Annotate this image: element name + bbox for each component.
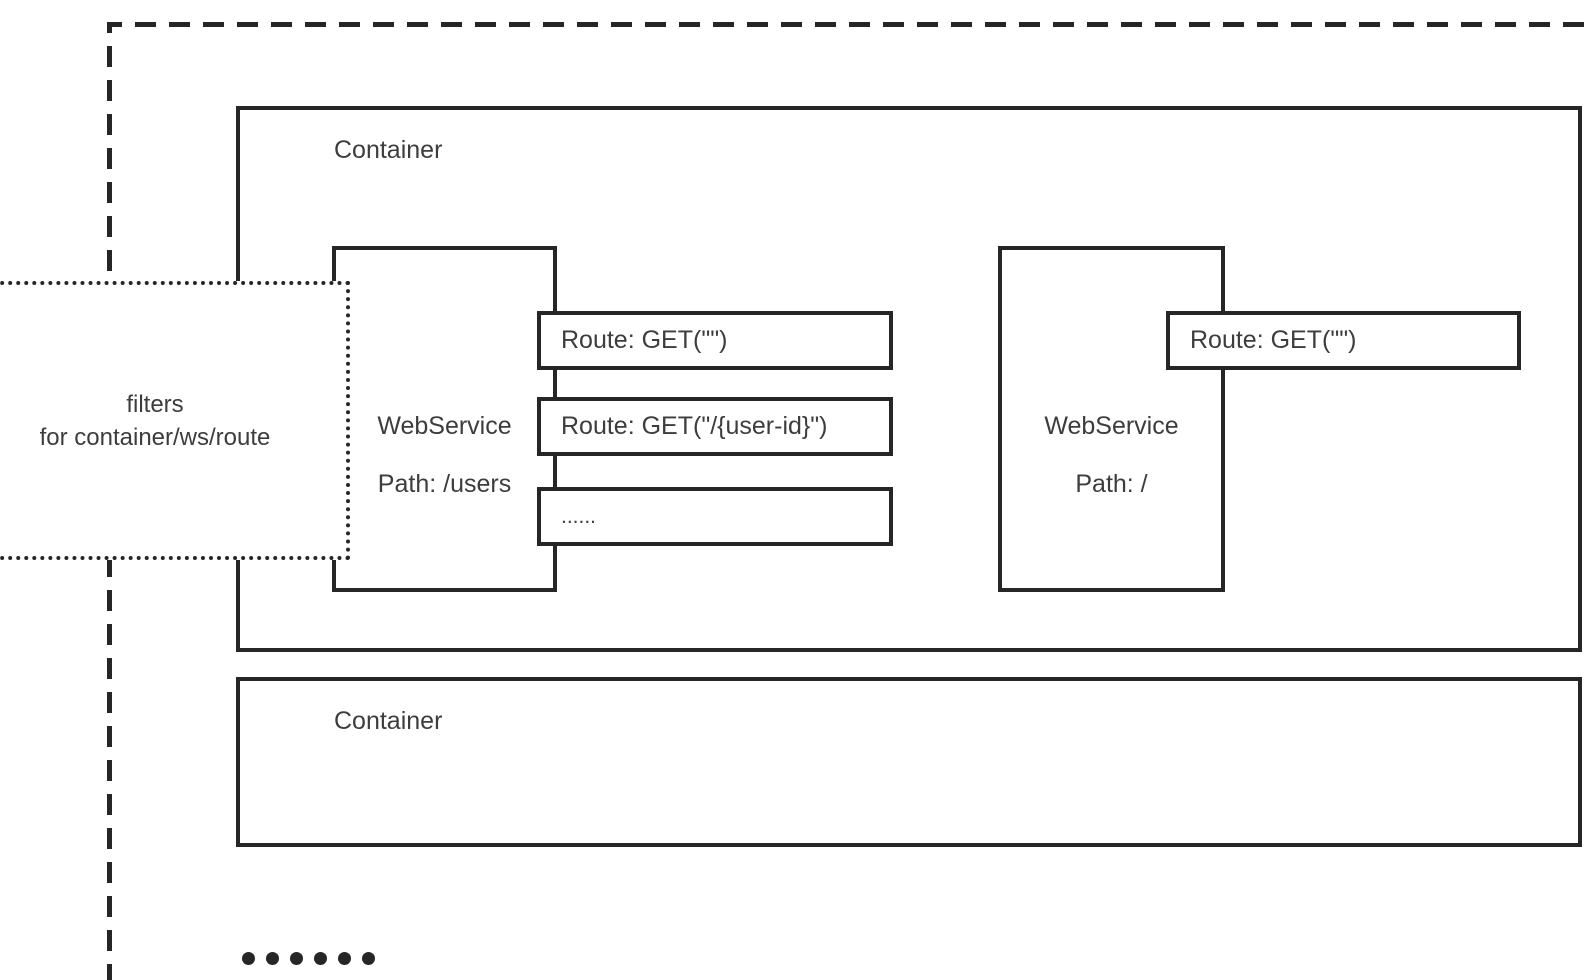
route-box-get-user-id: Route: GET("/{user-id}"): [537, 397, 893, 456]
filters-note-line1: filters: [126, 390, 184, 418]
filters-note-box: filters for container/ws/route: [0, 281, 350, 560]
webservice-box-root: WebService Path: /: [998, 246, 1225, 592]
container-label: Container: [334, 707, 443, 735]
ellipsis-dot: [314, 952, 327, 965]
more-containers-ellipsis: [242, 952, 375, 965]
webservice-path: Path: /: [1075, 470, 1148, 498]
ellipsis-dot: [290, 952, 303, 965]
route-box-more-routes: ......: [537, 487, 893, 546]
ellipsis-dot: [266, 952, 279, 965]
container-label: Container: [334, 136, 443, 164]
webservice-box-users: WebService Path: /users: [332, 246, 557, 592]
webservice-name: WebService: [1044, 412, 1179, 440]
ellipsis-dot: [338, 952, 351, 965]
webservice-name: WebService: [377, 412, 512, 440]
route-box-get-empty-root: Route: GET(""): [1166, 311, 1521, 370]
route-box-get-empty: Route: GET(""): [537, 311, 893, 370]
ellipsis-dot: [362, 952, 375, 965]
webservice-path: Path: /users: [377, 470, 512, 498]
container-box-2: Container: [236, 677, 1582, 847]
ellipsis-dot: [242, 952, 255, 965]
filters-note-line2: for container/ws/route: [39, 423, 271, 451]
